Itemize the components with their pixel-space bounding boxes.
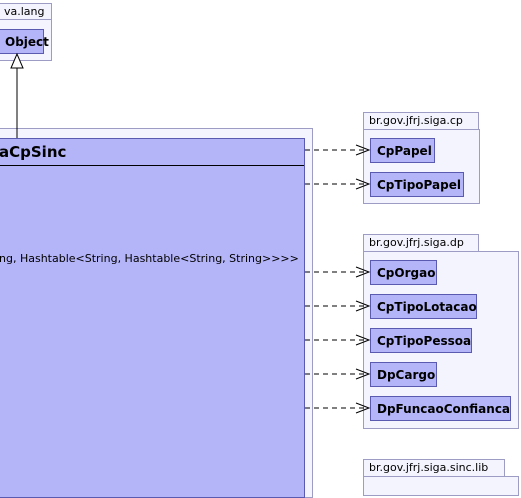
class-main-title: aCpSinc	[0, 139, 304, 166]
class-object[interactable]: Object	[0, 29, 49, 54]
dependency-dpcargo-arrowhead	[355, 368, 371, 380]
dependency-cporgao-arrowhead	[355, 266, 371, 278]
class-dpfuncaoconfianca[interactable]: DpFuncaoConfianca	[370, 396, 511, 421]
class-cptipopessoa[interactable]: CpTipoPessoa	[370, 328, 472, 353]
dependency-cptipopessoa-arrowhead	[355, 334, 371, 346]
package-tab-java-lang: va.lang	[0, 3, 52, 20]
package-tab-cp: br.gov.jfrj.siga.cp	[363, 112, 479, 130]
package-label-sinc-lib: br.gov.jfrj.siga.sinc.lib	[369, 461, 489, 474]
class-cppapel[interactable]: CpPapel	[370, 138, 435, 163]
dependency-dpfuncaoconfianca-arrowhead	[355, 402, 371, 414]
package-label-cp: br.gov.jfrj.siga.cp	[369, 114, 463, 127]
class-cptipopessoa-label: CpTipoPessoa	[377, 333, 472, 348]
class-object-label: Object	[5, 34, 49, 49]
class-cptipolotacao-label: CpTipoLotacao	[377, 299, 477, 314]
package-label-java-lang: va.lang	[4, 5, 45, 18]
package-label-dp: br.gov.jfrj.siga.dp	[369, 236, 464, 249]
package-tab-dp: br.gov.jfrj.siga.dp	[363, 234, 479, 252]
class-cporgao[interactable]: CpOrgao	[370, 260, 437, 285]
inheritance-arrowhead	[10, 52, 24, 69]
diagram-connectors	[10, 52, 371, 414]
class-main[interactable]: aCpSinc ng, Hashtable<String, Hashtable<…	[0, 138, 305, 498]
class-cptipopapel[interactable]: CpTipoPapel	[370, 172, 464, 197]
dependency-cppapel-arrowhead	[355, 144, 371, 156]
class-cptipolotacao[interactable]: CpTipoLotacao	[370, 294, 477, 319]
dependency-cptipopapel-arrowhead	[355, 178, 371, 190]
class-dpcargo[interactable]: DpCargo	[370, 362, 437, 387]
dependency-cptipolotacao-arrowhead	[355, 300, 371, 312]
package-tab-sinc-lib: br.gov.jfrj.siga.sinc.lib	[363, 459, 505, 477]
class-cppapel-label: CpPapel	[377, 143, 432, 158]
class-cptipopapel-label: CpTipoPapel	[377, 177, 461, 192]
class-dpcargo-label: DpCargo	[377, 367, 436, 382]
class-dpfuncaoconfianca-label: DpFuncaoConfianca	[377, 401, 511, 416]
class-main-member: ng, Hashtable<String, Hashtable<String, …	[0, 252, 299, 265]
class-cporgao-label: CpOrgao	[377, 265, 436, 280]
